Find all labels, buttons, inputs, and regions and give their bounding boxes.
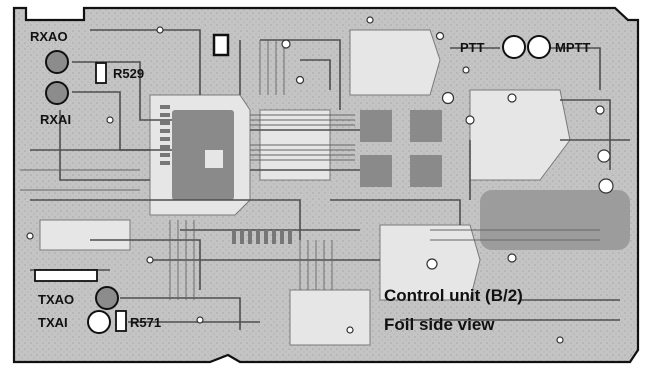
rxai-pad (45, 81, 69, 105)
vias (26, 16, 614, 344)
copper-pour-areas (172, 110, 630, 250)
ptt-label: PTT (460, 40, 485, 55)
txao-label: TXAO (38, 292, 75, 307)
caption-subtitle: Foil side view (384, 315, 495, 334)
r571-resistor-outline (115, 310, 127, 332)
ptt-pad (502, 35, 526, 59)
smd-pads (160, 105, 292, 244)
txao-pad (95, 286, 119, 310)
rxao-pad (45, 50, 69, 74)
pcb-traces (30, 29, 630, 330)
txai-pad (87, 310, 111, 334)
r571-label: R571 (130, 315, 162, 330)
rxai-label: RXAI (40, 112, 72, 127)
component-outline-top (212, 33, 230, 57)
r529-label: R529 (113, 66, 145, 81)
mptt-label: MPTT (555, 40, 591, 55)
txai-label: TXAI (38, 315, 68, 330)
caption-title: Control unit (B/2) (384, 286, 523, 305)
rxao-label: RXAO (30, 29, 68, 44)
connector-outline (34, 269, 98, 282)
r529-resistor-outline (95, 62, 107, 84)
mptt-pad (527, 35, 551, 59)
pcb-fine-traces (20, 40, 600, 300)
